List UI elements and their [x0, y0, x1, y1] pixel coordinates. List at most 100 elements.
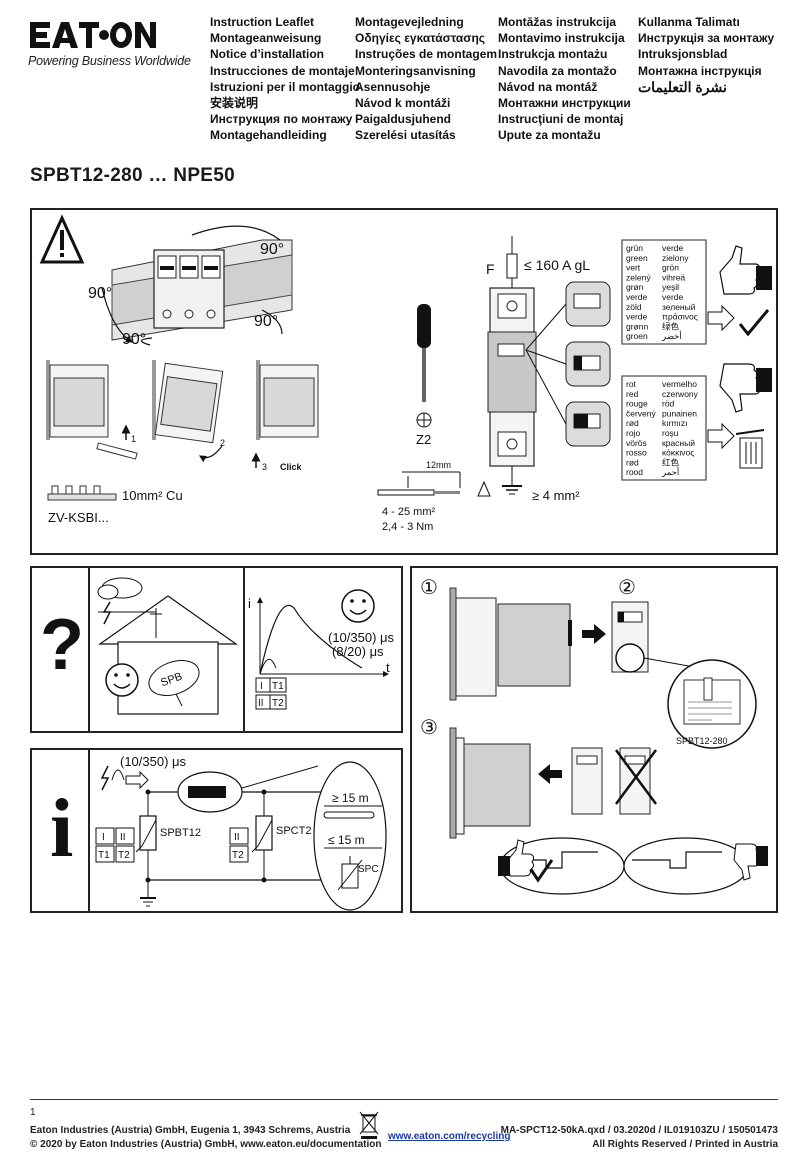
language-title: Instrucţiuni de montaj: [498, 112, 624, 127]
type-class: II: [120, 832, 126, 843]
fuse-rating: ≤ 160 A gL: [524, 257, 590, 273]
colour-word: groen: [626, 331, 648, 341]
info-icon: i: [50, 782, 74, 875]
strip-length: 12mm: [426, 460, 451, 470]
colour-word: röd: [662, 399, 675, 409]
red-word-box: [621, 375, 707, 481]
axis-i-label: i: [248, 596, 251, 611]
module-step-2: [152, 360, 224, 463]
language-column-3: Montāžas instrukcija Montavimo instrukci…: [498, 14, 631, 144]
panel-divider: [88, 750, 90, 911]
angle-label: 90°: [260, 241, 284, 258]
wire-range: 4 - 25 mm²: [382, 506, 436, 518]
fuse-icon: [506, 236, 518, 288]
step-number: ②: [618, 577, 636, 599]
type-class: T2: [272, 698, 284, 709]
language-title: Návod na montáž: [498, 79, 598, 94]
green-word-box: [621, 239, 707, 345]
din-rail-mount: [101, 225, 293, 346]
language-title: Instruction Leaflet: [210, 15, 315, 29]
waveform-label: (8/20) μs: [332, 644, 384, 659]
weee-bin-icon: [359, 1111, 379, 1139]
language-title-arabic: نشرة التعليمات: [638, 78, 727, 95]
language-title: Kullanma Talimatı: [638, 15, 740, 29]
colour-word: red: [626, 389, 639, 399]
spc-label: SPC: [358, 864, 379, 875]
colour-word: verde: [626, 292, 648, 302]
recycling-link[interactable]: www.eaton.com/recycling: [388, 1131, 511, 1142]
company-address: Eaton Industries (Austria) GmbH, Eugenia…: [30, 1125, 351, 1136]
module-label: SPBT12-280: [676, 736, 728, 746]
language-title: Montagevejledning: [355, 15, 464, 29]
colour-word: verde: [662, 243, 684, 253]
busbar-icon: [47, 485, 117, 501]
indicator-windows: [525, 281, 611, 447]
language-title: Intruksjonsblad: [638, 47, 728, 62]
language-title: Instrucciones de montaje: [210, 63, 355, 78]
colour-word: vörös: [626, 438, 647, 448]
module-front-view: [611, 601, 649, 673]
language-title: Οδηγίες εγκατάστασης: [355, 31, 486, 46]
language-title: Монтажна інструкція: [638, 63, 762, 78]
language-title: Asennusohje: [355, 79, 431, 94]
surge-theory-panel: ? SPB: [30, 566, 403, 733]
copyright-text: © 2020 by Eaton Industries (Austria) Gmb…: [30, 1139, 382, 1150]
smiley-icon: [341, 589, 375, 623]
colour-word: rot: [626, 379, 637, 389]
click-label: Click: [280, 462, 303, 472]
thumbs-up-icon: [719, 245, 772, 295]
varistor-icon: [251, 789, 273, 883]
angle-label: 90°: [254, 313, 278, 330]
language-title: Montageanweisung: [210, 31, 322, 46]
product-title: SPBT12-280 … NPE50: [30, 165, 235, 186]
colour-word: πράσινος: [662, 312, 698, 322]
question-mark-icon: ?: [40, 605, 84, 685]
module-step-3: [251, 360, 319, 468]
colour-word: vihreä: [662, 272, 685, 282]
lightning-icon: [100, 765, 149, 791]
language-column-1: Instruction Leaflet Montageanweisung Not…: [210, 14, 360, 144]
language-title: Montāžas instrukcija: [498, 15, 617, 29]
cable-zoom: [177, 761, 387, 911]
colour-word: أحمر: [661, 465, 679, 478]
type-class: I: [102, 832, 105, 843]
rights-text: All Rights Reserved / Printed in Austria: [592, 1139, 778, 1150]
footer-company: Eaton Industries (Austria) GmbH, Eugenia…: [30, 1124, 382, 1152]
angle-label: 90°: [122, 331, 146, 348]
waveform-label: (10/350) μs: [120, 754, 187, 769]
language-title: Szerelési utasítás: [355, 128, 456, 143]
spd-device: [487, 287, 537, 495]
step-number: ③: [420, 717, 438, 739]
surge-theory-diagram: SPB i t (10/350) μs (8/20) μs: [97, 577, 395, 715]
step-number: 2: [220, 438, 225, 448]
arrow-right-icon: [707, 422, 735, 450]
colour-word: czerwony: [662, 389, 699, 399]
installation-panel: 90° 90° 90° 90° 1 2 3 Click: [30, 208, 778, 555]
warning-icon: [39, 214, 85, 264]
colour-word: grün: [626, 243, 643, 253]
page-number: 1: [30, 1107, 36, 1118]
step-number: ①: [420, 577, 438, 599]
type-class: T1: [272, 681, 284, 692]
coordination-diagram: (10/350) μs SPBT12 SPCT2: [95, 754, 387, 911]
coding-incorrect: [623, 837, 749, 895]
module-insert-step: [449, 727, 603, 839]
wire-strip-icon: [377, 471, 491, 497]
module-replacement-diagram: ① ② ③ SPBT12-280: [420, 577, 768, 895]
thumbs-down-icon: [719, 363, 772, 413]
colour-word: 红色: [662, 457, 680, 467]
colour-word: зеленый: [662, 302, 696, 312]
colour-word: красный: [662, 438, 695, 448]
language-title: Montavimo instrukcija: [498, 31, 625, 46]
module-step-1: [46, 360, 138, 460]
language-title: Paigaldusjuhend: [355, 112, 452, 127]
language-title: Инструкция по монтажу: [210, 112, 353, 127]
colour-word: zelený: [626, 272, 651, 282]
checkmark-icon: [738, 309, 770, 337]
colour-word: rood: [626, 467, 643, 477]
type-class: T2: [118, 850, 130, 861]
trash-bin-icon: [735, 429, 765, 469]
spct-label: SPCT2: [276, 825, 311, 837]
fuse-label: F: [486, 261, 495, 277]
